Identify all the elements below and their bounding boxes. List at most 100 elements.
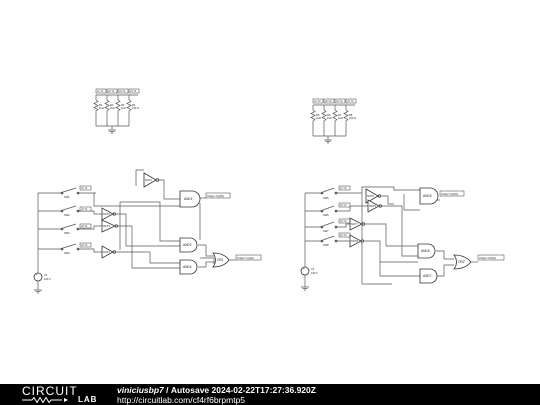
svg-text:OR1: OR1 xyxy=(217,258,224,262)
svg-text:R6: R6 xyxy=(327,113,331,117)
svg-text:V2: V2 xyxy=(311,267,315,271)
not-gate-4[interactable]: NOT4 xyxy=(101,245,116,259)
schematic-canvas[interactable]: x1 Y1 x2 Y1 x3 Y1 x4 Y1 R1 1kΩ R2 1kΩ R3… xyxy=(0,0,540,384)
switch-sw1[interactable]: SW1 x1 Y1 xyxy=(60,185,92,199)
svg-text:NOT2: NOT2 xyxy=(103,212,110,216)
svg-text:Output Y1(AN): Output Y1(AN) xyxy=(207,194,224,198)
switch-label: SW4 xyxy=(64,251,70,255)
logo-text-top: CIRCUIT xyxy=(22,384,78,398)
svg-text:x1 Y2: x1 Y2 xyxy=(314,99,321,103)
svg-text:AND2: AND2 xyxy=(183,243,192,247)
footer-bar: CIRCUIT LAB viniciusbp7 / Autosave 2024-… xyxy=(0,384,540,405)
svg-text:100 V: 100 V xyxy=(44,277,51,281)
not-gate-5[interactable]: NOT5 xyxy=(365,188,381,204)
and-gate-7[interactable]: AND7 xyxy=(419,268,438,284)
svg-text:SW8: SW8 xyxy=(323,243,329,247)
svg-text:NOT6: NOT6 xyxy=(369,204,376,208)
title-separator: / xyxy=(166,385,169,395)
svg-text:x2 Y2: x2 Y2 xyxy=(340,203,347,207)
and-gate-3[interactable]: AND4 xyxy=(179,259,198,275)
svg-text:SW6: SW6 xyxy=(323,213,329,217)
svg-text:AND5: AND5 xyxy=(423,194,432,198)
svg-text:NOT5: NOT5 xyxy=(367,194,374,198)
circuitlab-logo[interactable]: CIRCUIT LAB xyxy=(22,384,114,404)
svg-text:x4 Y2: x4 Y2 xyxy=(340,233,347,237)
not-gate-3[interactable]: NOT3 xyxy=(101,219,118,233)
probe-label: x3 Y1 xyxy=(119,89,126,93)
resistor-value: 1kΩ xyxy=(121,106,126,110)
svg-text:x2 Y2: x2 Y2 xyxy=(325,99,332,103)
not-gate-2[interactable]: NOT2 xyxy=(101,207,116,221)
right-circuit: x1 Y2 x2 Y2 x3 Y2 x4 Y2 R5 1kΩ R6 1kΩ R7… xyxy=(300,98,505,291)
svg-text:1kΩ: 1kΩ xyxy=(338,116,343,120)
and-gate-5[interactable]: AND5 xyxy=(419,187,439,205)
resistor-label: R2 xyxy=(110,103,114,107)
svg-text:1kΩ: 1kΩ xyxy=(327,116,332,120)
svg-text:x3 Y2: x3 Y2 xyxy=(336,99,343,103)
resistor-value: 100 Ω xyxy=(132,106,139,110)
svg-text:NOT1: NOT1 xyxy=(145,178,152,182)
svg-text:AND4: AND4 xyxy=(183,265,192,269)
svg-text:AND1: AND1 xyxy=(184,197,193,201)
and-gate-2[interactable]: AND2 xyxy=(179,237,198,253)
not-gate-8[interactable]: NOT8 xyxy=(349,234,364,248)
voltage-source-v2[interactable]: + V2 100 V xyxy=(300,266,318,291)
not-gate-1[interactable]: NOT1 xyxy=(143,172,159,188)
probe-label: x1 Y1 xyxy=(81,186,88,190)
svg-text:SW7: SW7 xyxy=(323,229,329,233)
not-gate-7[interactable]: NOT7 xyxy=(349,217,365,231)
svg-text:SW5: SW5 xyxy=(323,196,329,200)
svg-text:x4 Y2: x4 Y2 xyxy=(347,99,354,103)
probe-label: x3 Y1 xyxy=(81,224,88,228)
probe-label: x2 Y1 xyxy=(108,89,115,93)
switch-sw3[interactable]: SW3 x3 Y1 xyxy=(60,223,92,235)
left-resistor-bank: x1 Y1 x2 Y1 x3 Y1 x4 Y1 R1 1kΩ R2 1kΩ R3… xyxy=(93,88,140,134)
svg-text:AND6: AND6 xyxy=(421,249,430,253)
output-label-3: Output Y2(AN) xyxy=(439,190,465,197)
output-label-1: Output Y1(AN) xyxy=(205,192,231,199)
and-gate-6[interactable]: AND6 xyxy=(417,243,436,259)
author-name[interactable]: viniciusbp7 xyxy=(117,385,164,395)
or-gate-2[interactable]: OR2 xyxy=(453,254,472,270)
and-gate-1[interactable]: AND1 xyxy=(179,190,201,208)
or-gate-1[interactable]: OR1 xyxy=(212,252,230,268)
svg-text:Output Y2(AN): Output Y2(AN) xyxy=(441,192,458,196)
resistor-label: R4 xyxy=(132,103,136,107)
svg-text:NOT3: NOT3 xyxy=(103,224,110,228)
svg-text:NOT7: NOT7 xyxy=(351,222,358,226)
svg-text:100 V: 100 V xyxy=(311,271,318,275)
svg-text:+: + xyxy=(303,267,305,271)
logo-text-bottom: LAB xyxy=(78,395,98,404)
switch-sw8[interactable]: SW8 x4 Y2 xyxy=(320,232,351,247)
resistor-value: 1kΩ xyxy=(110,106,115,110)
svg-text:+: + xyxy=(36,273,38,277)
svg-text:x3 Y2: x3 Y2 xyxy=(340,219,347,223)
switch-sw5[interactable]: SW5 x1 Y2 xyxy=(320,185,351,200)
switch-sw7[interactable]: SW7 x3 Y2 xyxy=(320,218,351,233)
output-label-2: Output Y1(AH) xyxy=(235,254,262,261)
svg-text:AND7: AND7 xyxy=(423,274,432,278)
switch-sw4[interactable]: SW4 x4 Y1 xyxy=(60,242,92,255)
circuit-title: Autosave 2024-02-22T17:27:36.920Z xyxy=(170,385,316,395)
svg-text:R7: R7 xyxy=(338,113,342,117)
svg-text:100 Ω: 100 Ω xyxy=(349,116,356,120)
switch-sw6[interactable]: SW6 x2 Y2 xyxy=(320,202,351,217)
not-gate-6[interactable]: NOT6 xyxy=(367,199,382,213)
circuit-url[interactable]: http://circuitlab.com/cf4rf6brpmtp5 xyxy=(117,395,246,405)
svg-text:x1 Y2: x1 Y2 xyxy=(340,186,347,190)
probe-label: x1 Y1 xyxy=(97,89,104,93)
probe-label: x4 Y1 xyxy=(81,243,88,247)
switch-label: SW3 xyxy=(64,231,70,235)
right-resistor-bank: x1 Y2 x2 Y2 x3 Y2 x4 Y2 R5 1kΩ R6 1kΩ R7… xyxy=(310,98,357,144)
resistor-value: 1kΩ xyxy=(99,106,104,110)
svg-text:V1: V1 xyxy=(44,273,48,277)
resistor-label: R1 xyxy=(99,103,103,107)
svg-text:1kΩ: 1kΩ xyxy=(316,116,321,120)
resistor-zigzag-icon xyxy=(22,397,68,403)
switch-sw2[interactable]: SW2 x2 Y1 xyxy=(60,205,92,217)
left-circuit: x1 Y1 x2 Y1 x3 Y1 x4 Y1 R1 1kΩ R2 1kΩ R3… xyxy=(33,88,262,294)
switch-label: SW2 xyxy=(64,213,70,217)
circuit-meta: viniciusbp7 / Autosave 2024-02-22T17:27:… xyxy=(117,385,316,405)
voltage-source-v1[interactable]: + V1 100 V xyxy=(33,272,51,294)
probe-label: x4 Y1 xyxy=(130,89,137,93)
